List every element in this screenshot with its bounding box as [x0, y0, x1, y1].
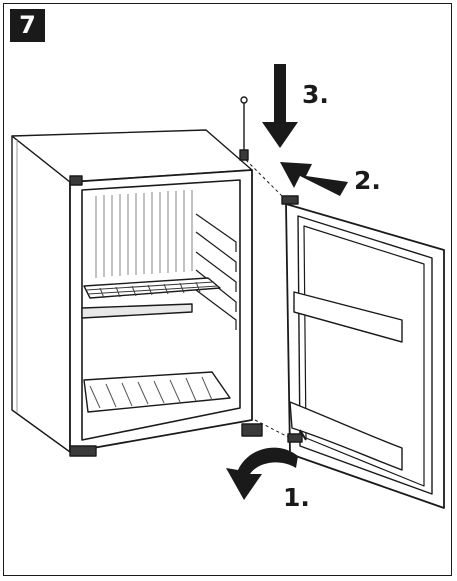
step-3-label: 3.	[302, 82, 329, 107]
straight-arrow-icon	[280, 162, 348, 196]
hinge-pin-icon	[240, 97, 248, 160]
fridge-door	[282, 196, 444, 508]
step-2-label: 2.	[354, 168, 381, 193]
step-1-label: 1.	[283, 485, 310, 510]
straight-arrow-icon	[262, 64, 298, 148]
fridge-interior	[82, 180, 240, 440]
